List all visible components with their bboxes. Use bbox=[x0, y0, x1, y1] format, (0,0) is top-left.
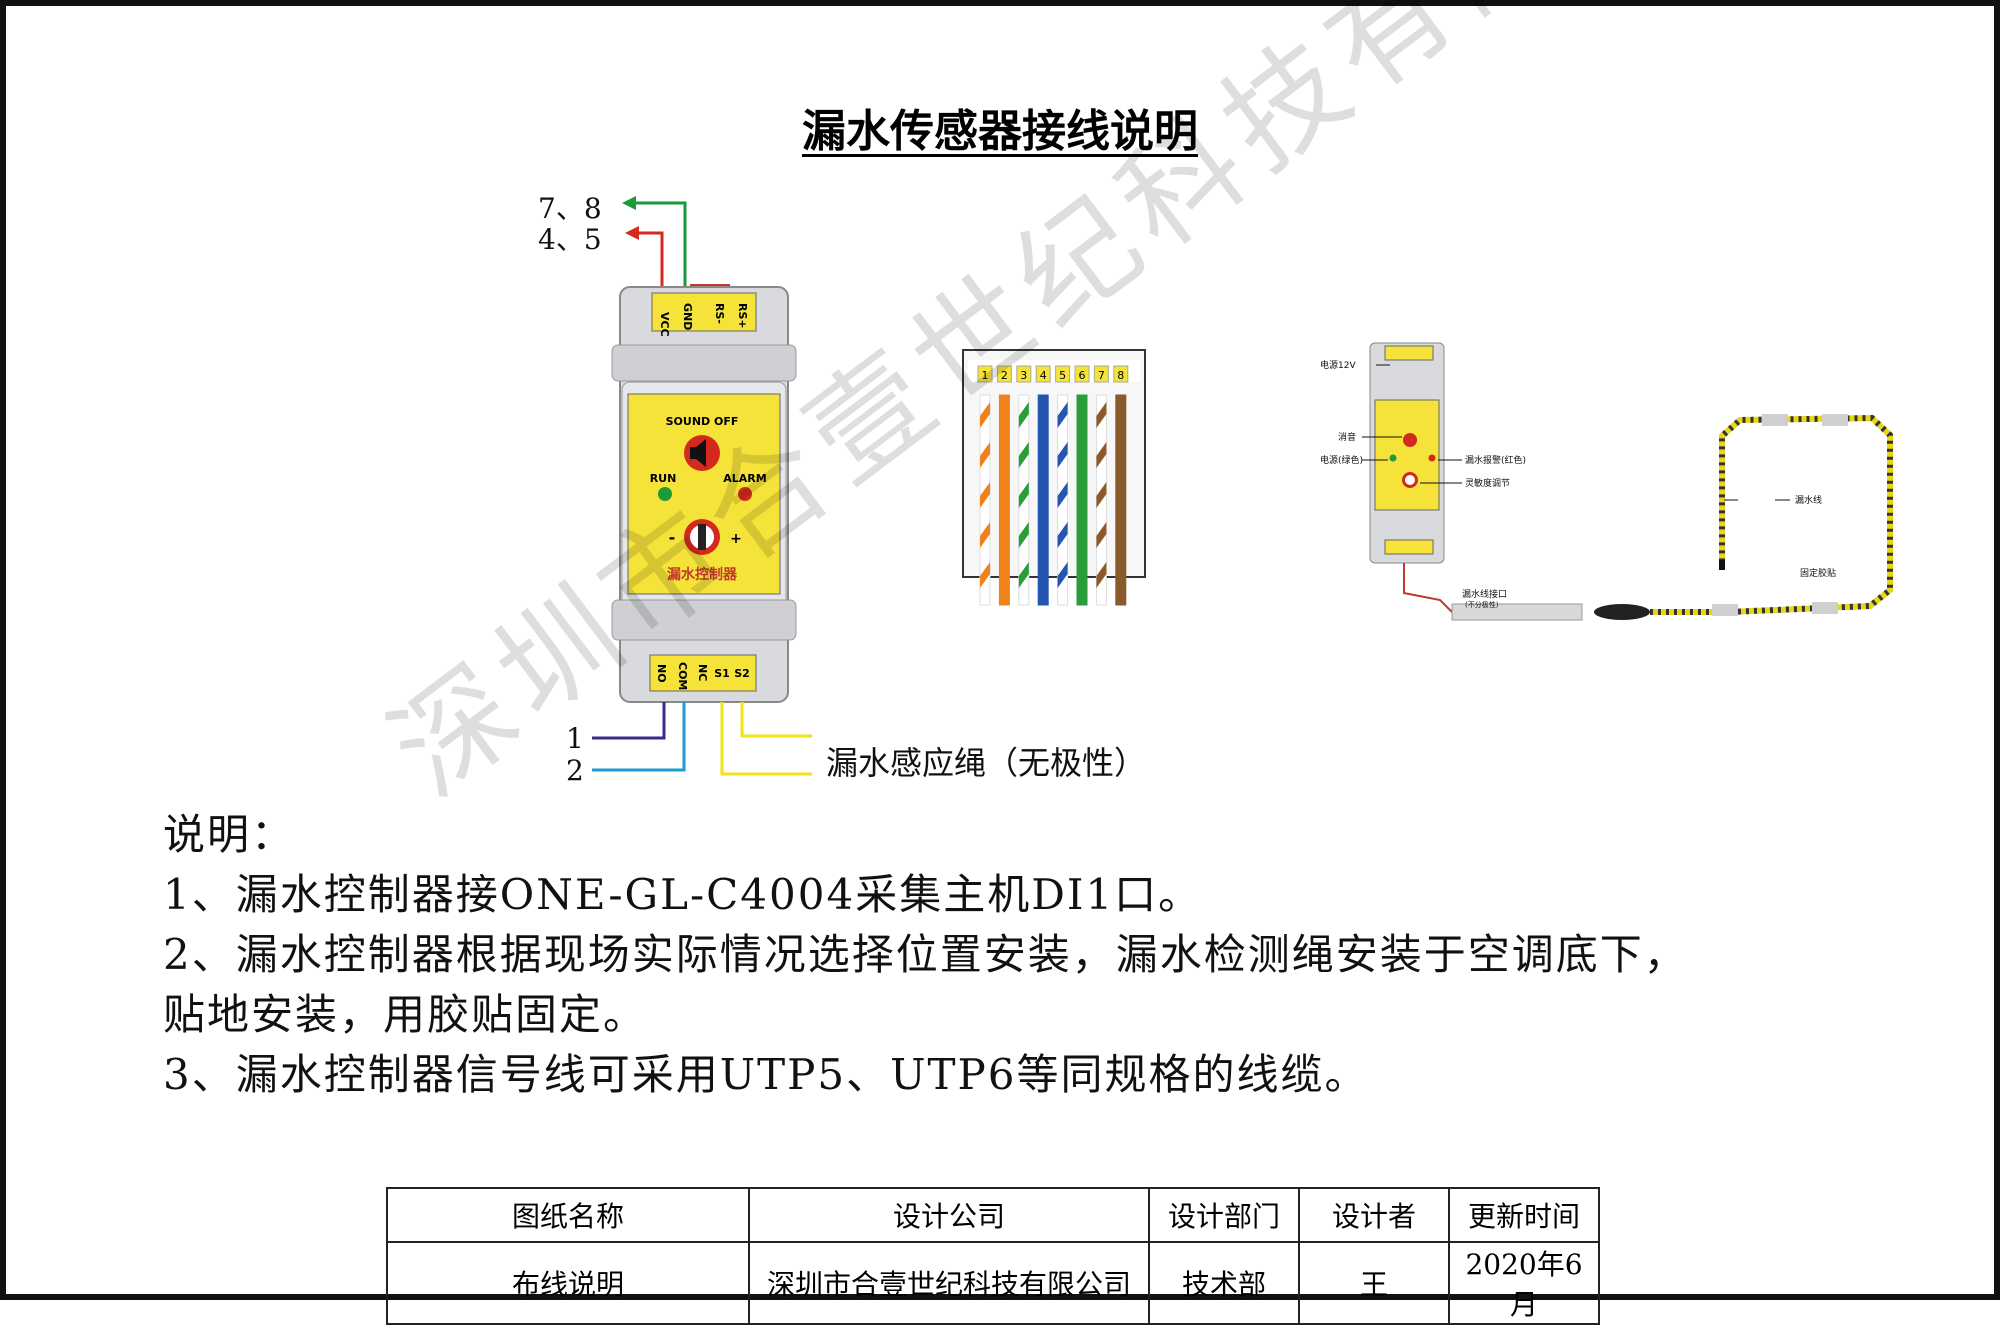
rj45-pin-label: 2 bbox=[1001, 369, 1008, 382]
rj45-pin-label: 7 bbox=[1098, 369, 1105, 382]
rj45-wire-green bbox=[1076, 394, 1088, 606]
header-design-company: 设计公司 bbox=[748, 1187, 1150, 1243]
notes-section: 说明： 1、漏水控制器接ONE-GL-C4004采集主机DI1口。 2、漏水控制… bbox=[163, 805, 1863, 1105]
installation-illustration bbox=[1369, 342, 1893, 621]
minus-label: - bbox=[669, 528, 676, 547]
wire-stripe bbox=[980, 522, 990, 548]
header-drawing-name: 图纸名称 bbox=[386, 1187, 750, 1243]
rj45-pin-2 bbox=[996, 365, 1012, 383]
terminal-rs-minus: RS- bbox=[713, 303, 726, 324]
green-wire bbox=[632, 201, 687, 290]
wire-stripe bbox=[1057, 482, 1068, 508]
value-design-dept: 技术部 bbox=[1148, 1241, 1300, 1325]
label-leak-alarm: 漏水报警(红色) bbox=[1465, 454, 1526, 466]
purple-wire bbox=[592, 702, 666, 740]
green-arrow-icon bbox=[622, 196, 636, 210]
drawing-info-table: 图纸名称 设计公司 设计部门 设计者 更新时间 布线说明 深圳市合壹世纪科技有限… bbox=[386, 1187, 1600, 1325]
sound-off-label: SOUND OFF bbox=[666, 415, 739, 428]
controller-name: 漏水控制器 bbox=[667, 566, 738, 583]
terminal-s1: S1 bbox=[714, 667, 730, 680]
terminal-rs-plus: RS+ bbox=[736, 303, 749, 329]
blue-wire bbox=[592, 702, 686, 772]
header-design-dept: 设计部门 bbox=[1148, 1187, 1300, 1243]
wire-stripe bbox=[1057, 442, 1068, 468]
rj45-pin-4 bbox=[1035, 365, 1051, 383]
rj45-wire-orange bbox=[998, 394, 1010, 606]
plus-label: + bbox=[730, 531, 742, 547]
note-item-2: 2、漏水控制器根据现场实际情况选择位置安装，漏水检测绳安装于空调底下， bbox=[163, 930, 1688, 979]
red-wire bbox=[635, 231, 664, 290]
purple-wire-label: 1 bbox=[566, 722, 584, 755]
rj45-pin-3 bbox=[1016, 365, 1032, 383]
terminal-s2: S2 bbox=[734, 667, 750, 680]
wire-stripe bbox=[980, 562, 990, 588]
red-wire-label: 4、5 bbox=[538, 223, 602, 256]
rj45-pin-label: 1 bbox=[982, 369, 989, 382]
terminal-com: COM bbox=[676, 662, 689, 690]
leak-controller bbox=[611, 286, 797, 703]
rj45-wire-brown bbox=[1115, 394, 1127, 606]
wire-stripe bbox=[1096, 402, 1107, 428]
label-sensitivity: 灵敏度调节 bbox=[1465, 477, 1510, 489]
wire-stripe bbox=[1096, 522, 1107, 548]
terminal-gnd: GND bbox=[681, 303, 694, 330]
wire-stripe bbox=[1096, 562, 1107, 588]
rj45-pin-8 bbox=[1113, 365, 1129, 383]
sensing-rope-label: 漏水感应绳（无极性） bbox=[826, 744, 1147, 782]
note-item-2-continued: 贴地安装，用胶贴固定。 bbox=[163, 990, 648, 1039]
note-item-1: 1、漏水控制器接ONE-GL-C4004采集主机DI1口。 bbox=[163, 870, 1203, 919]
value-drawing-name: 布线说明 bbox=[386, 1241, 750, 1325]
wire-stripe bbox=[1018, 522, 1029, 548]
page-title: 漏水传感器接线说明 bbox=[802, 106, 1198, 157]
note-item-3: 3、漏水控制器信号线可采用UTP5、UTP6等同规格的线缆。 bbox=[163, 1050, 1369, 1099]
wire-stripe bbox=[1018, 402, 1029, 428]
wire-stripe bbox=[1057, 402, 1068, 428]
wire-stripe bbox=[1096, 442, 1107, 468]
wire-stripe bbox=[1018, 442, 1029, 468]
label-interface: 漏水线接口 bbox=[1462, 588, 1507, 600]
yellow-wire-left bbox=[720, 702, 812, 776]
alarm-label: ALARM bbox=[723, 472, 766, 485]
rj45-pin-label: 8 bbox=[1117, 369, 1124, 382]
value-update-time: 2020年6月 bbox=[1448, 1241, 1600, 1325]
wire-stripe bbox=[1057, 562, 1068, 588]
label-leak-wire: 漏水线 bbox=[1795, 494, 1822, 506]
label-power-12v: 电源12V bbox=[1320, 359, 1356, 371]
rj45-pin-6 bbox=[1074, 365, 1090, 383]
rj45-pin-label: 5 bbox=[1059, 369, 1066, 382]
label-fixing: 固定胶贴 bbox=[1800, 567, 1836, 579]
wire-stripe bbox=[980, 482, 990, 508]
rj45-pin-5 bbox=[1055, 365, 1071, 383]
yellow-wire-right bbox=[740, 702, 812, 738]
wire-stripe bbox=[980, 442, 990, 468]
rj45-pin-label: 3 bbox=[1020, 369, 1027, 382]
terminal-vcc: VCC bbox=[658, 312, 671, 337]
label-interface-note: (不分极性) bbox=[1465, 600, 1499, 609]
rj45-pin-label: 4 bbox=[1040, 369, 1047, 382]
green-wire-label: 7、8 bbox=[538, 192, 602, 225]
value-designer: 王 bbox=[1298, 1241, 1450, 1325]
rj45-pin-7 bbox=[1093, 365, 1109, 383]
run-label: RUN bbox=[650, 472, 677, 485]
wire-stripe bbox=[1018, 482, 1029, 508]
rj45-pin-1 bbox=[977, 365, 993, 383]
wire-stripe bbox=[1096, 482, 1107, 508]
terminal-nc: NC bbox=[696, 664, 709, 681]
wire-stripe bbox=[1057, 522, 1068, 548]
header-update-time: 更新时间 bbox=[1448, 1187, 1600, 1243]
label-mute: 消音 bbox=[1338, 431, 1356, 443]
rj45-wire-blue bbox=[1037, 394, 1049, 606]
label-power-led: 电源(绿色) bbox=[1320, 454, 1363, 466]
notes-heading: 说明： bbox=[163, 810, 296, 859]
red-arrow-icon bbox=[625, 226, 639, 240]
wire-stripe bbox=[980, 402, 990, 428]
blue-wire-label: 2 bbox=[566, 754, 584, 787]
wire-stripe bbox=[1018, 562, 1029, 588]
value-design-company: 深圳市合壹世纪科技有限公司 bbox=[748, 1241, 1150, 1325]
header-designer: 设计者 bbox=[1298, 1187, 1450, 1243]
rj45-pin-label: 6 bbox=[1079, 369, 1086, 382]
terminal-no: NO bbox=[655, 664, 668, 683]
